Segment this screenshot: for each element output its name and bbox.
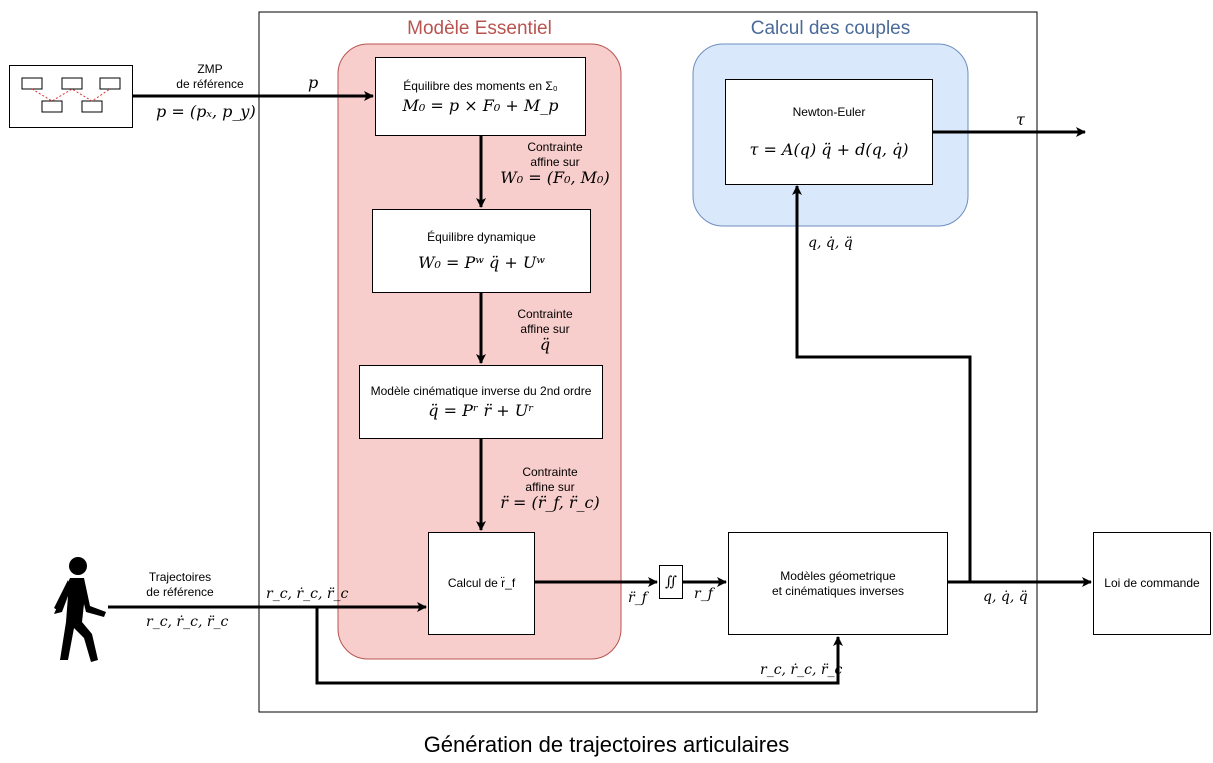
geom-block: Modèles géometrique et cinématiques inve… bbox=[728, 532, 948, 635]
newton-euler-formula: τ = A(q) q̈ + d(q, q̇) bbox=[749, 140, 909, 159]
dynamic-block: Équilibre dynamique W₀ = Pʷ q̈ + Uʷ bbox=[372, 209, 591, 293]
moments-formula: M₀ = p × F₀ + M_p bbox=[402, 95, 559, 115]
calcul-couples-title: Calcul des couples bbox=[750, 18, 911, 39]
traj-formula: r_c, ṙ_c, r̈_c bbox=[146, 614, 229, 630]
loi-commande-label: Loi de commande bbox=[1104, 576, 1200, 590]
tau-label: τ bbox=[1016, 110, 1025, 129]
traj-arrow-label: r_c, ṙ_c, r̈_c bbox=[266, 586, 349, 602]
diagram-caption: Génération de trajectoires articulaires bbox=[423, 732, 790, 757]
zmp-label-line1: ZMP bbox=[197, 62, 223, 76]
dynamic-formula: W₀ = Pʷ q̈ + Uʷ bbox=[418, 253, 545, 272]
traj-label-line1: Trajectoires bbox=[148, 570, 212, 584]
newton-euler-block: Newton-Euler τ = A(q) q̈ + d(q, q̇) bbox=[725, 79, 933, 185]
moments-title: Équilibre des moments en Σ₀ bbox=[403, 78, 558, 93]
arrow-traj-geom bbox=[315, 607, 843, 685]
integrator-block: ∬ bbox=[659, 565, 683, 599]
constraint-3-line2: affine sur bbox=[525, 480, 575, 494]
cinematique-block: Modèle cinématique inverse du 2nd ordre … bbox=[359, 365, 603, 439]
constraint-2-line1: Contrainte bbox=[517, 307, 573, 321]
constraint-2-line2: affine sur bbox=[520, 322, 570, 336]
constraint-3: Contrainte affine sur r̈ = (r̈_f, r̈_c) bbox=[490, 465, 610, 512]
constraint-1-formula: W₀ = (F₀, M₀) bbox=[500, 168, 610, 187]
cinematique-title: Modèle cinématique inverse du 2nd ordre bbox=[370, 384, 592, 398]
cinematique-formula: q̈ = Pʳ r̈ + Uʳ bbox=[428, 401, 534, 420]
zmp-formula: p = (pₓ, p_y) bbox=[156, 102, 256, 121]
geom-line2: et cinématiques inverses bbox=[771, 583, 905, 598]
zmp-label: ZMP de référence bbox=[170, 62, 250, 92]
constraint-1-line2: affine sur bbox=[530, 155, 580, 169]
rf-ddot-label: r̈_f bbox=[628, 590, 647, 606]
constraint-3-line1: Contrainte bbox=[522, 465, 578, 479]
integrator-symbol: ∬ bbox=[665, 574, 677, 590]
constraint-2: Contrainte affine sur q̈ bbox=[500, 307, 590, 354]
constraint-1-line1: Contrainte bbox=[527, 140, 583, 154]
traj-label: Trajectoires de référence bbox=[140, 570, 220, 600]
bottom-ref-label: r_c, ṙ_c, r̈_c bbox=[760, 662, 843, 678]
calcul-rf-title: Calcul de r̈_f bbox=[447, 576, 516, 590]
q-out-label: q, q̇, q̈ bbox=[983, 589, 1028, 605]
dynamic-title: Équilibre dynamique bbox=[427, 230, 536, 244]
constraint-2-formula: q̈ bbox=[539, 335, 551, 354]
modele-essentiel-title: Modèle Essentiel bbox=[407, 18, 552, 39]
calcul-rf-block: Calcul de r̈_f bbox=[428, 532, 535, 635]
zmp-arrow-label: p bbox=[308, 73, 319, 92]
constraint-1: Contrainte affine sur W₀ = (F₀, M₀) bbox=[500, 140, 610, 187]
zmp-label-line2: de référence bbox=[176, 77, 244, 91]
outer-frame bbox=[258, 11, 1038, 713]
moments-block: Équilibre des moments en Σ₀ M₀ = p × F₀ … bbox=[375, 57, 586, 136]
traj-label-line2: de référence bbox=[146, 585, 214, 599]
arrow-feedback-newton bbox=[792, 185, 972, 582]
loi-commande-block: Loi de commande bbox=[1093, 532, 1211, 635]
newton-euler-title: Newton-Euler bbox=[792, 105, 866, 119]
footsteps-icon bbox=[9, 65, 133, 128]
geom-line1: Modèles géometrique bbox=[780, 568, 896, 583]
q-up-label: q, q̇, q̈ bbox=[808, 235, 853, 251]
rf-label: r_f bbox=[694, 586, 713, 602]
constraint-3-formula: r̈ = (r̈_f, r̈_c) bbox=[500, 493, 600, 512]
walking-person-icon bbox=[40, 556, 110, 666]
